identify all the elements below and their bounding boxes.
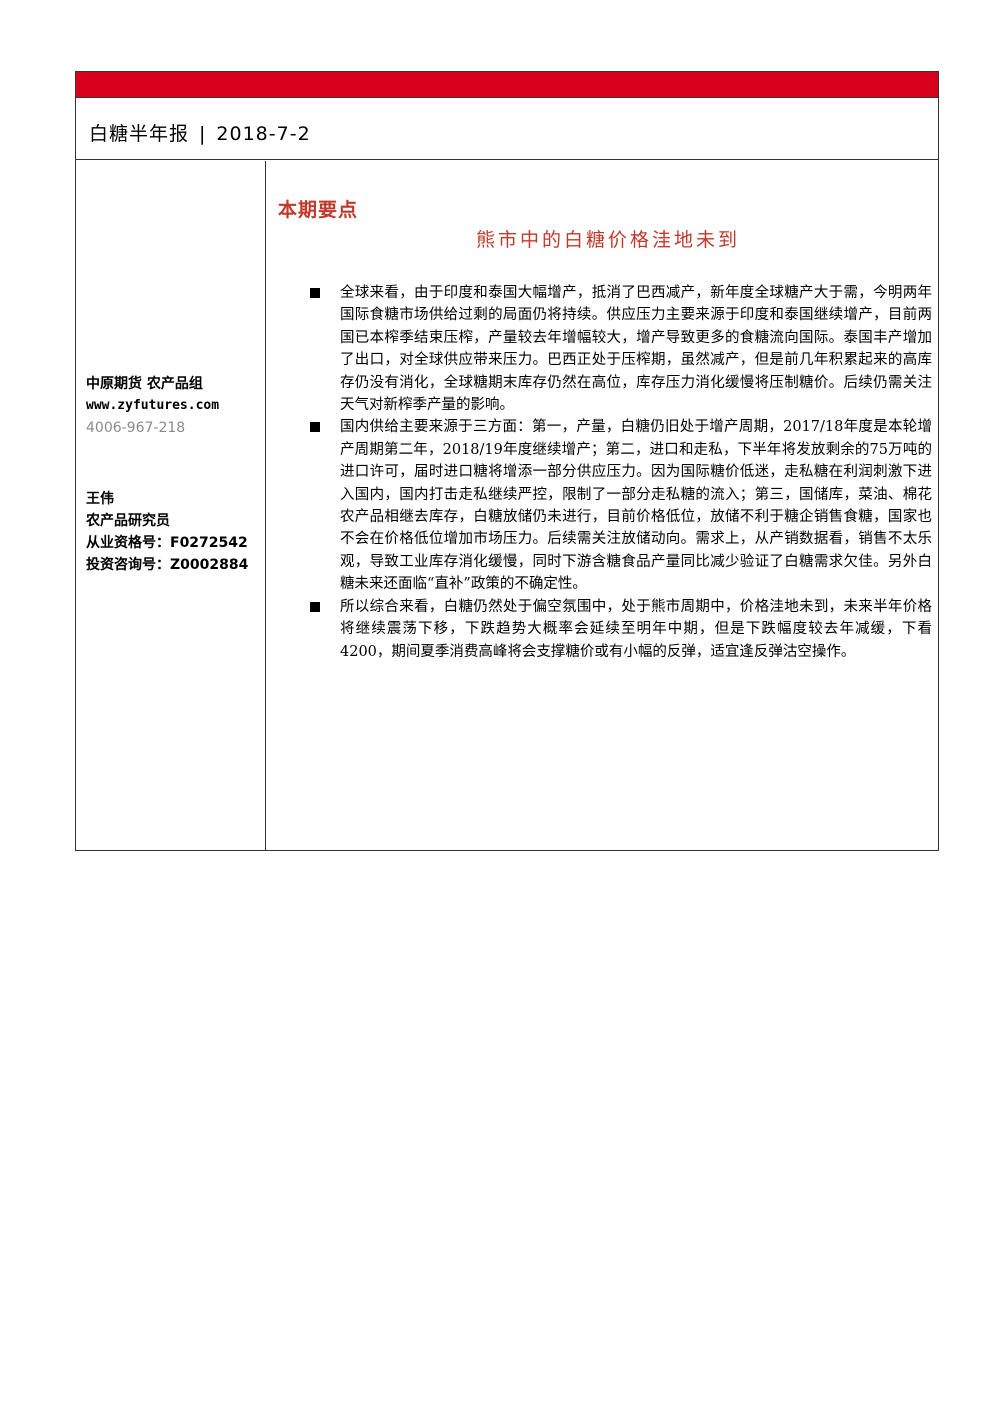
square-bullet-icon <box>310 288 320 298</box>
analyst-title: 农产品研究员 <box>86 513 170 529</box>
report-title: 白糖半年报 | 2018-7-2 <box>89 119 311 146</box>
analyst-name: 王伟 <box>86 491 114 507</box>
key-point-text: 全球来看，由于印度和泰国大幅增产，抵消了巴西减产，新年度全球糖产大于需，今明两年… <box>340 285 932 414</box>
org-block: 中原期货 农产品组 www.zyfutures.com 4006-967-218 <box>86 373 219 439</box>
square-bullet-icon <box>310 422 320 433</box>
org-website: www.zyfutures.com <box>86 398 220 413</box>
org-name: 中原期货 农产品组 <box>86 376 203 392</box>
org-phone: 4006-967-218 <box>86 420 186 436</box>
consulting-number: 投资咨询号：Z0002884 <box>86 557 249 573</box>
qualification-number: 从业资格号：F0272542 <box>86 535 248 551</box>
square-bullet-icon <box>310 601 320 612</box>
main-content: 本期要点 熊市中的白糖价格洼地未到 全球来看，由于印度和泰国大幅增产，抵消了巴西… <box>266 161 938 850</box>
sidebar: 中原期货 农产品组 www.zyfutures.com 4006-967-218… <box>76 161 266 850</box>
headline: 熊市中的白糖价格洼地未到 <box>476 229 741 251</box>
section-label: 本期要点 <box>278 199 359 221</box>
report-date: 2018-7-2 <box>216 123 311 145</box>
key-point-text: 国内供给主要来源于三方面：第一，产量，白糖仍旧处于增产周期，2017/18年度是… <box>340 419 932 593</box>
key-point-item: 国内供给主要来源于三方面：第一，产量，白糖仍旧处于增产周期，2017/18年度是… <box>306 416 932 595</box>
report-frame: 白糖半年报 | 2018-7-2 中原期货 农产品组 www.zyfutures.c… <box>75 71 939 851</box>
analyst-block: 王伟 农产品研究员 从业资格号：F0272542 投资咨询号：Z0002884 <box>86 488 248 576</box>
title-separator: | <box>199 123 207 145</box>
key-point-item: 全球来看，由于印度和泰国大幅增产，抵消了巴西减产，新年度全球糖产大于需，今明两年… <box>306 282 932 416</box>
report-name: 白糖半年报 <box>89 123 190 145</box>
key-points-list: 全球来看，由于印度和泰国大幅增产，抵消了巴西减产，新年度全球糖产大于需，今明两年… <box>306 282 932 663</box>
key-point-item: 所以综合来看，白糖仍然处于偏空氛围中，处于熊市周期中，价格洼地未到，未来半年价格… <box>306 596 932 663</box>
key-point-text: 所以综合来看，白糖仍然处于偏空氛围中，处于熊市周期中，价格洼地未到，未来半年价格… <box>340 598 932 660</box>
header-accent-bar <box>76 72 938 98</box>
header-row: 白糖半年报 | 2018-7-2 <box>76 98 938 160</box>
